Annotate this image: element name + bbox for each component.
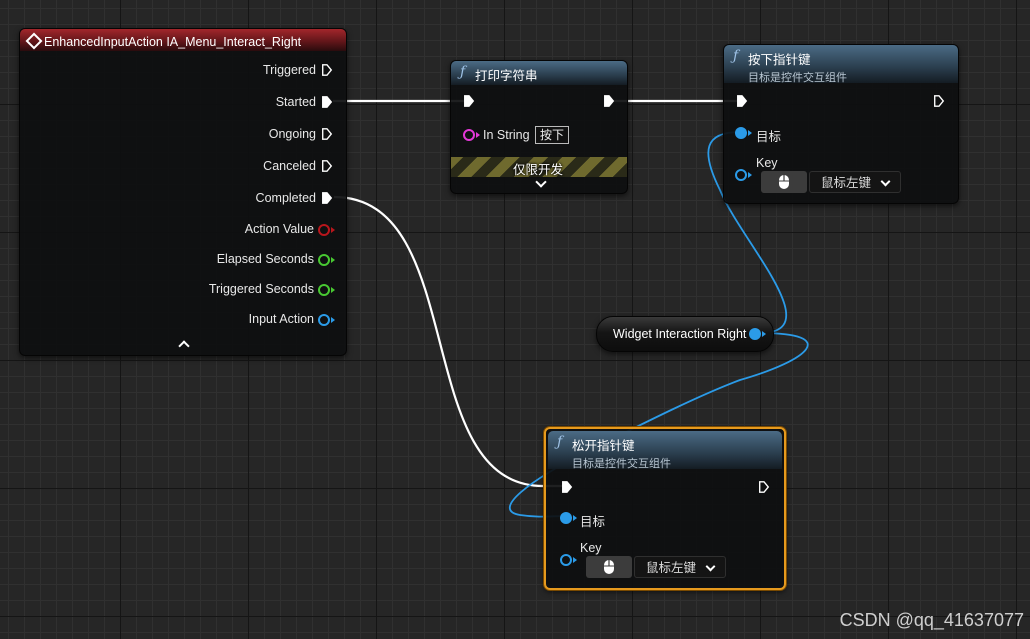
press-target-pin[interactable] [735, 127, 747, 139]
release-exec-in-pin[interactable] [561, 481, 573, 493]
event-node-header[interactable]: EnhancedInputAction IA_Menu_Interact_Rig… [20, 29, 346, 51]
press-key-label: Key [756, 156, 778, 170]
press-node-title: 按下指针键 [748, 53, 811, 67]
function-icon: ƒ [557, 434, 563, 450]
pin-arrow-press-target-icon [748, 130, 752, 136]
pin-label-triggered-seconds: Triggered Seconds [208, 282, 314, 296]
in-string-label: In String [483, 128, 530, 142]
release-key-dropdown[interactable]: 鼠标左键 [634, 556, 726, 578]
pin-label-ongoing: Ongoing [268, 127, 316, 141]
function-icon: ƒ [460, 64, 466, 80]
exec-wire-completed-to-release [333, 195, 565, 488]
pin-arrow-action-value-icon [331, 227, 335, 233]
release-pointer-key-node[interactable]: ƒ 松开指针键 目标是控件交互组件 目标 Key 鼠标左键 [544, 427, 786, 590]
pin-label-started: Started [275, 95, 316, 109]
press-exec-in-pin[interactable] [736, 95, 748, 107]
release-node-subtitle: 目标是控件交互组件 [572, 458, 671, 470]
exec-pin-triggered[interactable] [321, 64, 333, 76]
development-only-label: 仅限开发 [513, 163, 564, 177]
pin-arrow-press-key-icon [748, 172, 752, 178]
exec-pin-completed[interactable] [321, 192, 333, 204]
pin-arrow-triggered-seconds-icon [331, 287, 335, 293]
press-exec-out-pin[interactable] [933, 95, 945, 107]
pin-arrow-release-target-icon [573, 515, 577, 521]
chevron-down-icon [705, 561, 716, 572]
pin-arrow-input-action-icon [331, 317, 335, 323]
release-exec-out-pin[interactable] [758, 481, 770, 493]
widget-interaction-right-variable[interactable]: Widget Interaction Right [596, 316, 774, 352]
press-key-dropdown[interactable]: 鼠标左键 [809, 171, 901, 193]
press-target-label: 目标 [756, 130, 782, 144]
pin-arrow-variable-icon [762, 331, 766, 337]
in-string-input[interactable]: 按下 [535, 126, 570, 144]
pin-label-canceled: Canceled [263, 159, 316, 173]
release-key-pin[interactable] [560, 554, 572, 566]
mouse-icon [779, 175, 789, 189]
release-key-selector-button[interactable] [586, 556, 632, 578]
mouse-icon [604, 560, 614, 574]
float-pin-elapsed-seconds[interactable] [318, 254, 330, 266]
development-only-banner [451, 157, 627, 177]
pin-label-completed: Completed [255, 191, 316, 205]
pin-arrow-elapsed-seconds-icon [331, 257, 335, 263]
pin-label-action-value: Action Value [244, 222, 314, 236]
release-node-header[interactable]: ƒ 松开指针键 目标是控件交互组件 [548, 431, 782, 470]
csdn-watermark: CSDN @qq_41637077 [839, 610, 1024, 630]
release-node-title: 松开指针键 [572, 439, 635, 453]
print-node-title: 打印字符串 [475, 69, 538, 83]
string-pin-in-string[interactable] [463, 129, 475, 141]
press-key-value: 鼠标左键 [821, 176, 872, 190]
pin-arrow-release-key-icon [573, 557, 577, 563]
pin-label-input-action: Input Action [248, 312, 314, 326]
chevron-down-icon [880, 176, 891, 187]
exec-pin-started[interactable] [321, 96, 333, 108]
print-string-node[interactable]: ƒ 打印字符串 In String 按下 仅限开发 [450, 60, 628, 194]
pin-label-elapsed-seconds: Elapsed Seconds [216, 252, 314, 266]
release-target-label: 目标 [580, 515, 606, 529]
press-pointer-key-node[interactable]: ƒ 按下指针键 目标是控件交互组件 目标 Key 鼠标左键 [723, 44, 959, 204]
object-wire-var-to-press-target [707, 131, 787, 334]
float-pin-triggered-seconds[interactable] [318, 284, 330, 296]
print-node-header[interactable]: ƒ 打印字符串 [451, 61, 627, 85]
release-key-value: 鼠标左键 [646, 561, 697, 575]
print-exec-in-pin[interactable] [463, 95, 475, 107]
exec-pin-ongoing[interactable] [321, 128, 333, 140]
release-target-pin[interactable] [560, 512, 572, 524]
object-pin-input-action[interactable] [318, 314, 330, 326]
expand-chevron-down-icon[interactable] [535, 176, 547, 188]
pin-arrow-in-string-icon [476, 132, 480, 138]
press-key-pin[interactable] [735, 169, 747, 181]
release-key-label: Key [580, 541, 602, 555]
variable-output-pin[interactable] [749, 328, 761, 340]
print-exec-out-pin[interactable] [603, 95, 615, 107]
struct-pin-action-value[interactable] [318, 224, 330, 236]
press-node-header[interactable]: ƒ 按下指针键 目标是控件交互组件 [724, 45, 958, 84]
press-node-subtitle: 目标是控件交互组件 [748, 72, 847, 84]
enhanced-input-action-node[interactable]: EnhancedInputAction IA_Menu_Interact_Rig… [19, 28, 347, 356]
event-node-title: EnhancedInputAction IA_Menu_Interact_Rig… [44, 35, 302, 49]
press-key-selector-button[interactable] [761, 171, 807, 193]
pin-label-triggered: Triggered [262, 63, 316, 77]
exec-pin-canceled[interactable] [321, 160, 333, 172]
function-icon: ƒ [733, 48, 739, 64]
collapse-chevron-up-icon[interactable] [178, 340, 190, 352]
event-diamond-icon [25, 32, 43, 50]
variable-label: Widget Interaction Right [613, 327, 747, 341]
